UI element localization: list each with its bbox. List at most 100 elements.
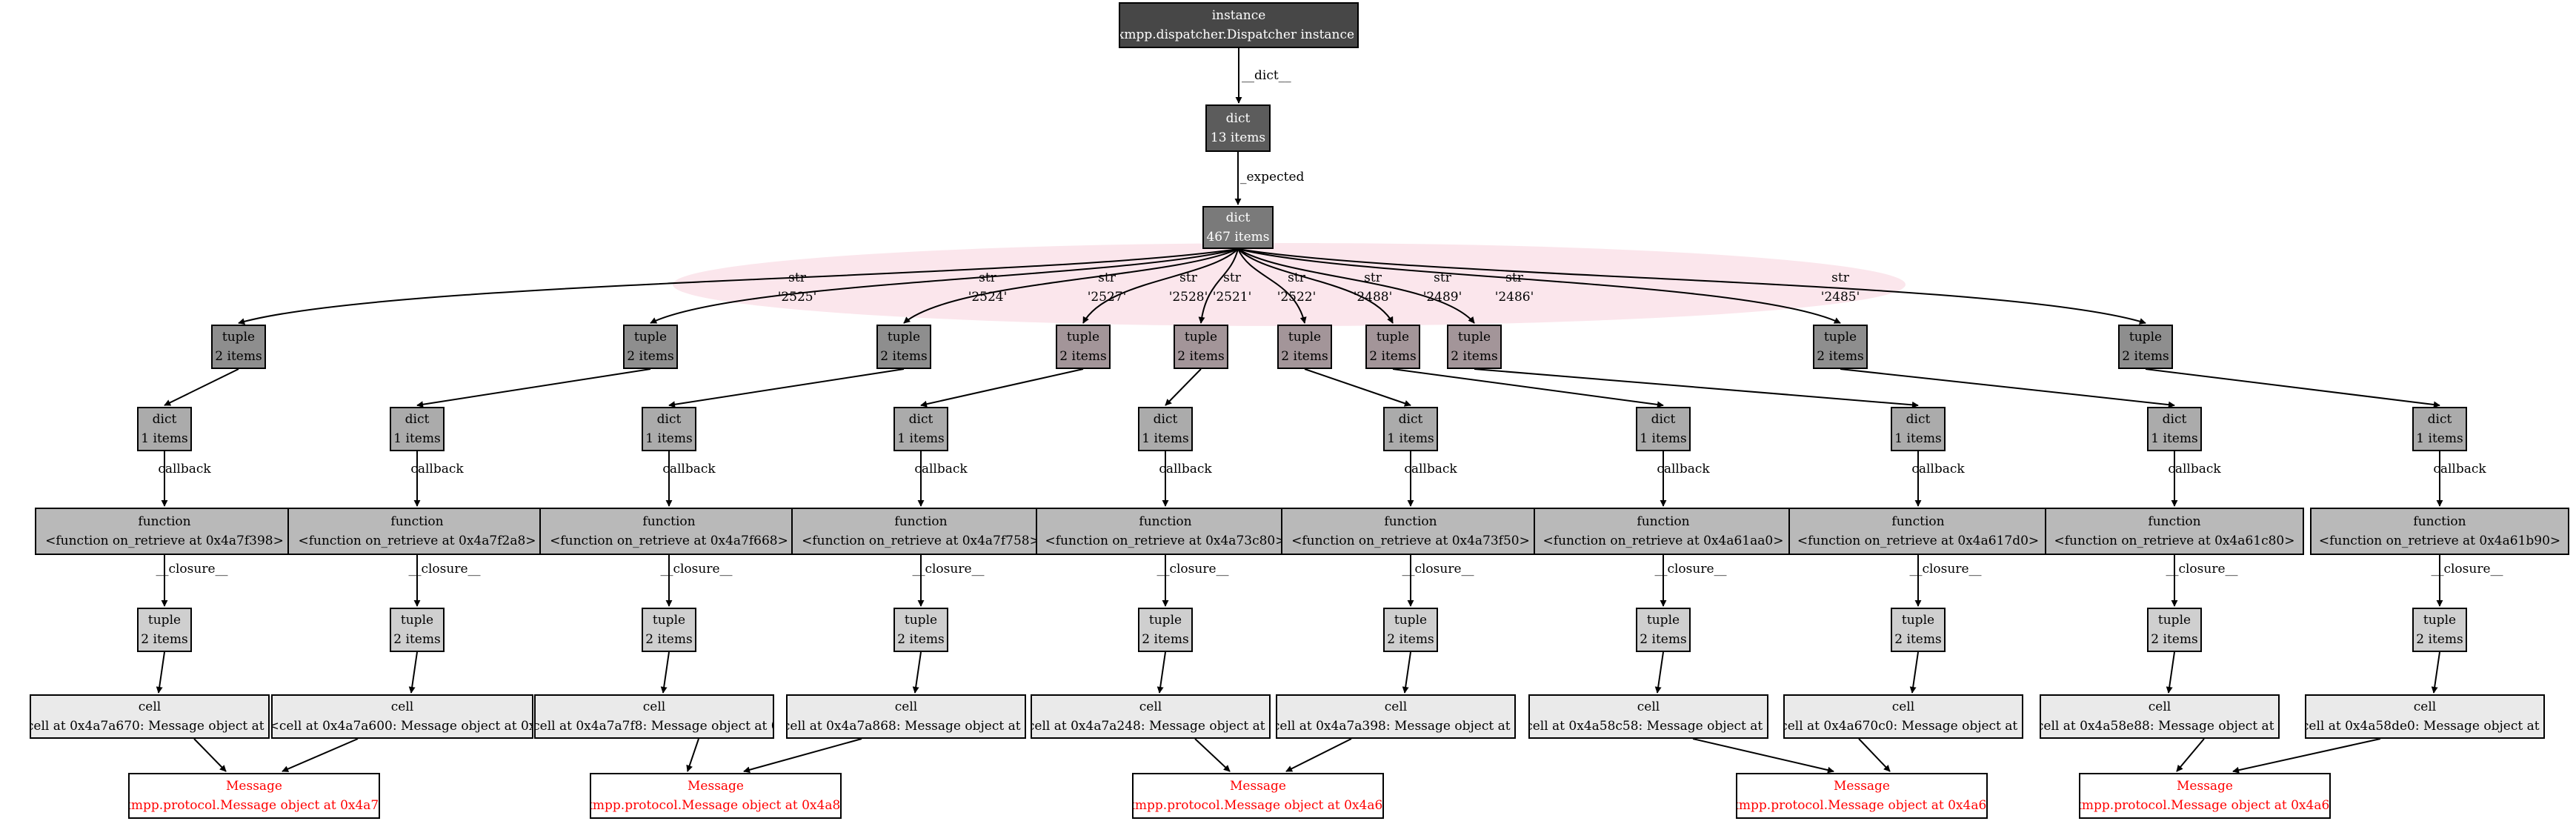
col-dict-1-title: dict bbox=[405, 412, 430, 427]
col-cell-0[interactable]: cell<cell at 0x4a7a670: Message object a… bbox=[30, 694, 270, 739]
key-label-0-type: str bbox=[788, 270, 806, 285]
col-cell-0-subtitle: <cell at 0x4a7a670: Message object at 0x bbox=[31, 719, 268, 734]
edge-cell-message-8 bbox=[2176, 738, 2205, 772]
key-tuple-6-title: tuple bbox=[1376, 330, 1410, 345]
dict-467-subtitle: 467 items bbox=[1206, 230, 1270, 245]
message-1[interactable]: Message<xmpp.protocol.Message object at … bbox=[590, 773, 842, 819]
message-4[interactable]: Message<xmpp.protocol.Message object at … bbox=[2079, 773, 2331, 819]
message-3-title: Message bbox=[1834, 779, 1890, 794]
edge-cell-message-3 bbox=[743, 738, 862, 774]
closure-label-7: __closure__ bbox=[1909, 559, 1981, 579]
col-cell-5-subtitle: <cell at 0x4a7a398: Message object at 0x bbox=[1277, 719, 1514, 734]
edge-cell-message-5 bbox=[1285, 738, 1352, 772]
col-dict-3-title: dict bbox=[908, 412, 933, 427]
key-tuple-3-subtitle: 2 items bbox=[1059, 349, 1107, 364]
col-cell-2[interactable]: cell<cell at 0x4a7a7f8: Message object a… bbox=[534, 694, 774, 739]
col-tuple-1-subtitle: 2 items bbox=[393, 632, 441, 647]
edge-tuple-cell-5 bbox=[1402, 651, 1411, 694]
closure-label-0: __closure__ bbox=[156, 559, 227, 579]
col-tuple-5-subtitle: 2 items bbox=[1387, 632, 1434, 647]
col-cell-4-subtitle: <cell at 0x4a7a248: Message object at 0x bbox=[1032, 719, 1269, 734]
edge-cell-message-7 bbox=[1858, 738, 1891, 772]
key-label-9: str'2485' bbox=[1821, 268, 1860, 307]
col-cell-6-subtitle: <cell at 0x4a58c58: Message object at 0x bbox=[1530, 719, 1767, 734]
col-function-8[interactable]: function<function on_retrieve at 0x4a61c… bbox=[2045, 508, 2304, 555]
edge-key-9 bbox=[1237, 248, 2146, 325]
col-cell-7-title: cell bbox=[1891, 700, 1915, 714]
edge-tuple-dict-8 bbox=[1840, 368, 2175, 408]
col-cell-7[interactable]: cell<cell at 0x4a670c0: Message object a… bbox=[1783, 694, 2023, 739]
edge-tuple-dict-4 bbox=[1165, 368, 1202, 406]
col-function-4[interactable]: function<function on_retrieve at 0x4a73c… bbox=[1036, 508, 1295, 555]
key-label-2-value: '2527' bbox=[1087, 290, 1127, 305]
col-function-2[interactable]: function<function on_retrieve at 0x4a7f6… bbox=[539, 508, 799, 555]
col-cell-6[interactable]: cell<cell at 0x4a58c58: Message object a… bbox=[1528, 694, 1768, 739]
key-label-8-type: str bbox=[1505, 270, 1523, 285]
col-tuple-0-subtitle: 2 items bbox=[141, 632, 188, 647]
col-cell-9[interactable]: cell<cell at 0x4a58de0: Message object a… bbox=[2305, 694, 2545, 739]
col-function-2-title: function bbox=[642, 514, 696, 529]
message-0[interactable]: Message<xmpp.protocol.Message object at … bbox=[128, 773, 380, 819]
col-tuple-4-subtitle: 2 items bbox=[1142, 632, 1189, 647]
closure-label-2: __closure__ bbox=[660, 559, 732, 579]
col-cell-8[interactable]: cell<cell at 0x4a58e88: Message object a… bbox=[2040, 694, 2280, 739]
closure-label-8: __closure__ bbox=[2166, 559, 2237, 579]
key-label-6-value: '2488' bbox=[1353, 290, 1393, 305]
key-tuple-2-subtitle: 2 items bbox=[880, 349, 928, 364]
key-tuple-4-title: tuple bbox=[1184, 330, 1218, 345]
col-function-9[interactable]: function<function on_retrieve at 0x4a61b… bbox=[2310, 508, 2569, 555]
key-label-0: str'2525' bbox=[778, 268, 817, 307]
col-function-1[interactable]: function<function on_retrieve at 0x4a7f2… bbox=[287, 508, 547, 555]
callback-label-2: callback bbox=[662, 459, 715, 479]
closure-label-5-type: __closure__ bbox=[1402, 562, 1474, 577]
col-cell-1[interactable]: cell<cell at 0x4a7a600: Message object a… bbox=[271, 694, 533, 739]
col-function-7[interactable]: function<function on_retrieve at 0x4a617… bbox=[1788, 508, 2048, 555]
message-3[interactable]: Message<xmpp.protocol.Message object at … bbox=[1736, 773, 1988, 819]
message-2[interactable]: Message<xmpp.protocol.Message object at … bbox=[1132, 773, 1384, 819]
col-dict-8-title: dict bbox=[2162, 412, 2187, 427]
callback-label-0-type: callback bbox=[158, 462, 211, 476]
dict-13-node[interactable]: dict 13 items bbox=[1205, 104, 1271, 152]
col-cell-4[interactable]: cell<cell at 0x4a7a248: Message object a… bbox=[1031, 694, 1271, 739]
col-function-6[interactable]: function<function on_retrieve at 0x4a61a… bbox=[1534, 508, 1793, 555]
col-cell-3[interactable]: cell<cell at 0x4a7a868: Message object a… bbox=[786, 694, 1026, 739]
key-tuple-5[interactable]: tuple 2 items bbox=[1277, 325, 1332, 369]
key-tuple-5-title: tuple bbox=[1288, 330, 1322, 345]
col-function-5[interactable]: function<function on_retrieve at 0x4a73f… bbox=[1281, 508, 1540, 555]
key-tuple-5-subtitle: 2 items bbox=[1281, 349, 1328, 364]
dict-467-node[interactable]: dict 467 items bbox=[1202, 206, 1274, 249]
col-function-0[interactable]: function<function on_retrieve at 0x4a7f3… bbox=[35, 508, 294, 555]
col-cell-5[interactable]: cell<cell at 0x4a7a398: Message object a… bbox=[1276, 694, 1516, 739]
instance-node[interactable]: instance <xmpp.dispatcher.Dispatcher ins… bbox=[1119, 2, 1359, 48]
col-function-3[interactable]: function<function on_retrieve at 0x4a7f7… bbox=[791, 508, 1051, 555]
